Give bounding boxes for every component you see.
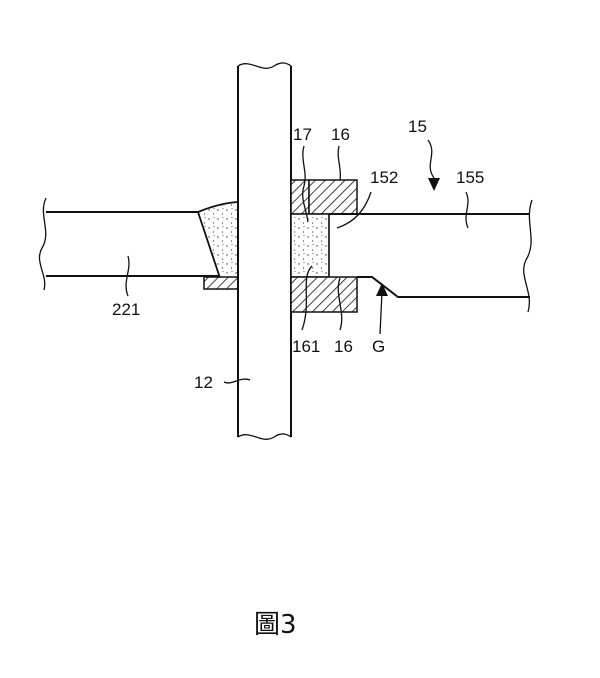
- left-plate-221: [38, 197, 238, 291]
- upper-block-16: [308, 179, 358, 215]
- label-12: 12: [194, 373, 213, 392]
- figure-caption: 圖3: [254, 610, 297, 640]
- label-155: 155: [456, 168, 484, 187]
- post-12: [237, 62, 292, 440]
- label-17: 17: [293, 125, 312, 144]
- label-161: 161: [292, 337, 320, 356]
- lower-block-16: [290, 276, 358, 313]
- label-16-bottom: 16: [334, 337, 353, 356]
- solder-fillet: [196, 201, 239, 279]
- label-221: 221: [112, 300, 140, 319]
- label-15: 15: [408, 117, 427, 136]
- left-pad: [203, 276, 239, 290]
- label-g: G: [372, 337, 385, 356]
- label-16-top: 16: [331, 125, 350, 144]
- label-152: 152: [370, 168, 398, 187]
- upper-block-17: [290, 179, 310, 215]
- leader-lines: [125, 139, 469, 384]
- filler-161: [290, 213, 330, 278]
- right-plate-155: [328, 199, 533, 313]
